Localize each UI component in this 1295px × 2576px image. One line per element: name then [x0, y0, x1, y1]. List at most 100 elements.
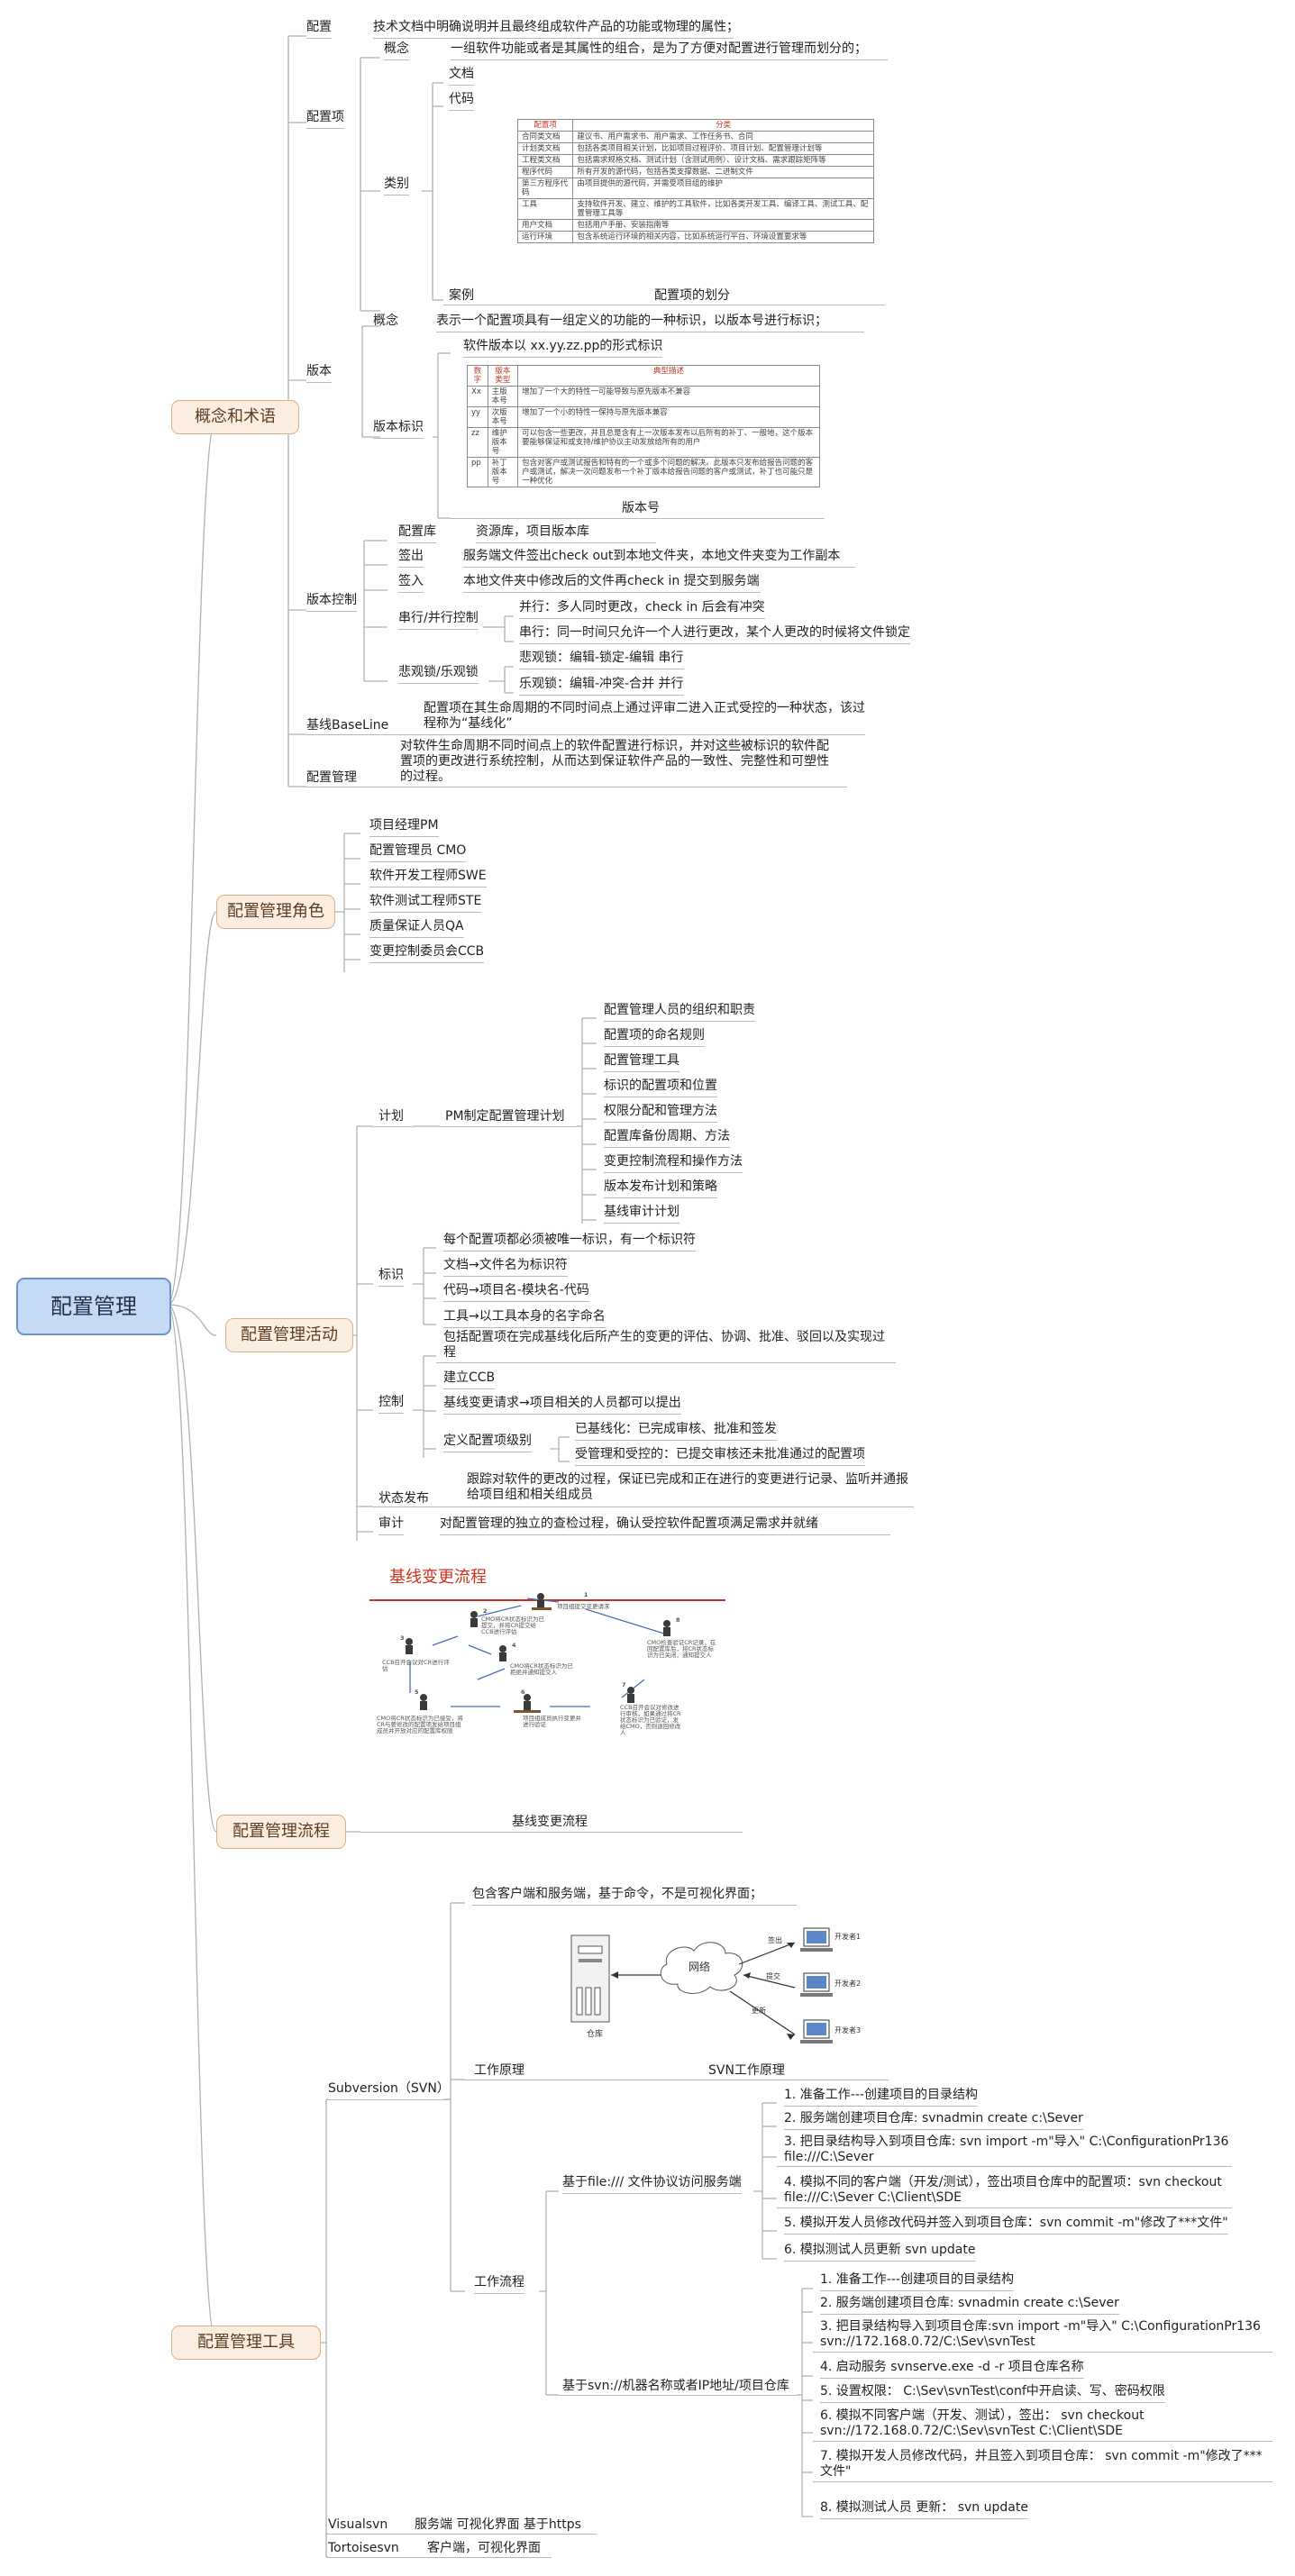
act-identify[interactable]: 标识 — [378, 1268, 404, 1287]
node-version-concept[interactable]: 概念 — [373, 314, 398, 328]
node-management[interactable]: 配置管理 — [306, 770, 357, 785]
topic-concepts[interactable]: 概念和术语 — [171, 400, 299, 434]
tool-svn[interactable]: Subversion（SVN） — [328, 2081, 450, 2100]
plan-item-4: 标识的配置项和位置 — [604, 1079, 717, 1097]
svn-file-protocol[interactable]: 基于file:/// 文件协议访问服务端 — [562, 2175, 742, 2194]
node-category-code[interactable]: 代码 — [449, 92, 474, 111]
vc-pessimistic: 悲观锁：编辑-锁定-编辑 串行 — [519, 651, 684, 669]
role-ste[interactable]: 软件测试工程师STE — [369, 894, 482, 913]
identify-2: 文档→文件名为标识符 — [443, 1258, 568, 1277]
act-plan[interactable]: 计划 — [378, 1109, 404, 1124]
plan-item-3: 配置管理工具 — [604, 1053, 679, 1072]
config-item-row: 程序代码所有开发的源代码，包括各类支撑数据、二进制文件 — [516, 166, 874, 178]
version-cell-2-0: zz — [467, 427, 488, 458]
plan-item-8: 版本发布计划和策略 — [604, 1179, 717, 1198]
role-ccb[interactable]: 变更控制委员会CCB — [369, 944, 485, 963]
plan-item-5: 权限分配和管理方法 — [604, 1104, 717, 1123]
plan-item-2: 配置项的命名规则 — [604, 1028, 705, 1047]
svn-workflow[interactable]: 工作流程 — [474, 2275, 524, 2294]
vc-checkin-text: 本地文件夹中修改后的文件再check in 提交到服务端 — [463, 574, 761, 593]
file-step-2: 2. 服务端创建项目仓库: svnadmin create c:\Sever — [784, 2111, 1083, 2130]
tortoisesvn-underline — [326, 2557, 552, 2558]
node-case[interactable]: 案例 — [449, 288, 474, 303]
config-item-table: 配置项分类合同类文档建议书、用户需求书、用户需求、工作任务书、合同计划类文档包括… — [516, 119, 874, 243]
vc-serial-parallel[interactable]: 串行/并行控制 — [398, 611, 479, 630]
baseline-underline — [306, 734, 865, 735]
role-cmo[interactable]: 配置管理员 CMO — [369, 843, 467, 862]
act-plan-sub[interactable]: PM制定配置管理计划 — [445, 1109, 565, 1124]
version-cell-0-0: Xx — [467, 386, 488, 407]
diagram-checkout: 签出 — [768, 1936, 782, 1944]
version-cell-3-0: pp — [467, 457, 488, 487]
vc-checkin[interactable]: 签入 — [398, 574, 424, 593]
node-category[interactable]: 类别 — [384, 177, 409, 196]
vc-checkout[interactable]: 签出 — [398, 549, 424, 568]
topic-tools[interactable]: 配置管理工具 — [171, 2326, 321, 2360]
diagram-dev3: 开发者3 — [834, 2026, 862, 2034]
svg-text:6: 6 — [521, 1689, 525, 1696]
role-pm[interactable]: 项目经理PM — [369, 818, 439, 837]
node-config-item[interactable]: 配置项 — [306, 110, 344, 129]
svn-step-2: 2. 服务端创建项目仓库: svnadmin create c:\Sever — [820, 2296, 1119, 2315]
topic-process[interactable]: 配置管理流程 — [216, 1815, 346, 1849]
root-topic[interactable]: 配置管理 — [16, 1278, 171, 1335]
svn-step-8: 8. 模拟测试人员 更新： svn update — [820, 2500, 1028, 2519]
version-cell-0-2: 增加了一个大的特性一可能导致与原先版本不兼容 — [517, 386, 820, 407]
plan-underline — [373, 1126, 413, 1127]
node-version-control[interactable]: 版本控制 — [306, 593, 357, 612]
plan-item-7: 变更控制流程和操作方法 — [604, 1154, 743, 1173]
tool-tortoisesvn[interactable]: Tortoisesvn — [328, 2541, 399, 2555]
baseline-change-flow: 1 2 3 4 5 6 7 8 项目组提交变更请求 CMO将CR状态标识为已提交… — [369, 1591, 725, 1736]
config-item-row: 第三方程序代码由项目提供的源代码，并需受项目组的维护 — [516, 177, 874, 199]
svg-text:5: 5 — [415, 1689, 419, 1696]
config-item-cell-0-0: 合同类文档 — [516, 131, 574, 143]
plan-sub-underline — [440, 1126, 577, 1127]
act-audit[interactable]: 审计 — [378, 1516, 404, 1535]
config-item-row: 合同类文档建议书、用户需求书、用户需求、工作任务书、合同 — [516, 131, 874, 143]
svn-step-6-underline — [813, 2441, 1272, 2442]
vc-parallel: 并行：多人同时更改，check in 后会有冲突 — [519, 600, 765, 619]
svn-svn-protocol[interactable]: 基于svn://机器名称或者IP地址/项目仓库 — [562, 2379, 789, 2393]
node-category-doc[interactable]: 文档 — [449, 67, 474, 86]
node-baseline[interactable]: 基线BaseLine — [306, 718, 389, 733]
act-status[interactable]: 状态发布 — [378, 1491, 429, 1506]
audit-text: 对配置管理的独立的查检过程，确认受控软件配置项满足需求并就绪 — [440, 1516, 890, 1535]
config-item-cell-5-0: 工具 — [516, 198, 574, 220]
vc-repo[interactable]: 配置库 — [398, 524, 436, 543]
act-control[interactable]: 控制 — [378, 1395, 404, 1414]
config-item-header-1: 分类 — [572, 119, 874, 132]
svn-principle[interactable]: 工作原理 — [474, 2063, 524, 2078]
svg-text:7: 7 — [622, 1681, 626, 1689]
flow-step-5: CMO将CR状态标识为已接受，将CR与要修改的配置项发给项目组成员并开放对应的配… — [377, 1716, 463, 1734]
diagram-repo: 仓库 — [586, 2030, 603, 2039]
flow-step-8: CMO检查验证CR记录，在回配置库后，将CR状态标识为已关闭，通知提交人 — [647, 1640, 716, 1659]
config-item-cell-5-1: 支持软件开发、建立、维护的工具软件，比如各类开发工具、编译工具、测试工具、配置管… — [572, 198, 874, 220]
role-qa[interactable]: 质量保证人员QA — [369, 919, 464, 938]
config-item-row: 工程类文档包括需求规格文档、测试计划（含测试用例）、设计文档、需求跟踪矩阵等 — [516, 154, 874, 167]
plan-item-6: 配置库备份周期、方法 — [604, 1129, 730, 1148]
flow-step-7: CCB召开会议对修改进行审核，如果通过将CR状态标识为已验证，发给CMO，否则退… — [620, 1705, 681, 1736]
flow-step-2: CMO将CR状态标识为已提交，并将CR提交给CCB进行评估 — [481, 1616, 544, 1635]
topic-roles[interactable]: 配置管理角色 — [216, 895, 335, 929]
topic-activities[interactable]: 配置管理活动 — [225, 1318, 353, 1352]
node-config[interactable]: 配置 — [306, 20, 332, 39]
file-step-4: 4. 模拟不同的客户端（开发/测试），签出项目仓库中的配置项：svn check… — [784, 2175, 1222, 2205]
file-step-4-underline — [777, 2207, 1232, 2208]
tortoisesvn-text: 客户端，可视化界面 — [427, 2541, 541, 2555]
process-underline — [360, 1832, 743, 1833]
control-level-1: 已基线化：已完成审核、批准和签发 — [575, 1422, 777, 1441]
role-swe[interactable]: 软件开发工程师SWE — [369, 869, 487, 887]
diagram-commit: 提交 — [766, 1972, 780, 1980]
node-version-id[interactable]: 版本标识 — [373, 420, 424, 439]
config-item-cell-2-0: 工程类文档 — [516, 154, 574, 167]
version-cell-2-1: 维护版本号 — [487, 427, 519, 458]
node-version[interactable]: 版本 — [306, 364, 332, 383]
tool-visualsvn[interactable]: Visualsvn — [328, 2517, 388, 2532]
svn-step-5: 5. 设置权限： C:\Sev\svnTest\conf中开启读、写、密码权限 — [820, 2384, 1165, 2403]
node-config-item-concept[interactable]: 概念 — [384, 41, 409, 60]
vc-lock[interactable]: 悲观锁/乐观锁 — [398, 665, 479, 684]
control-level[interactable]: 定义配置项级别 — [443, 1434, 532, 1452]
svn-step-6: 6. 模拟不同客户端（开发、测试），签出： svn checkout svn:/… — [820, 2408, 1145, 2438]
